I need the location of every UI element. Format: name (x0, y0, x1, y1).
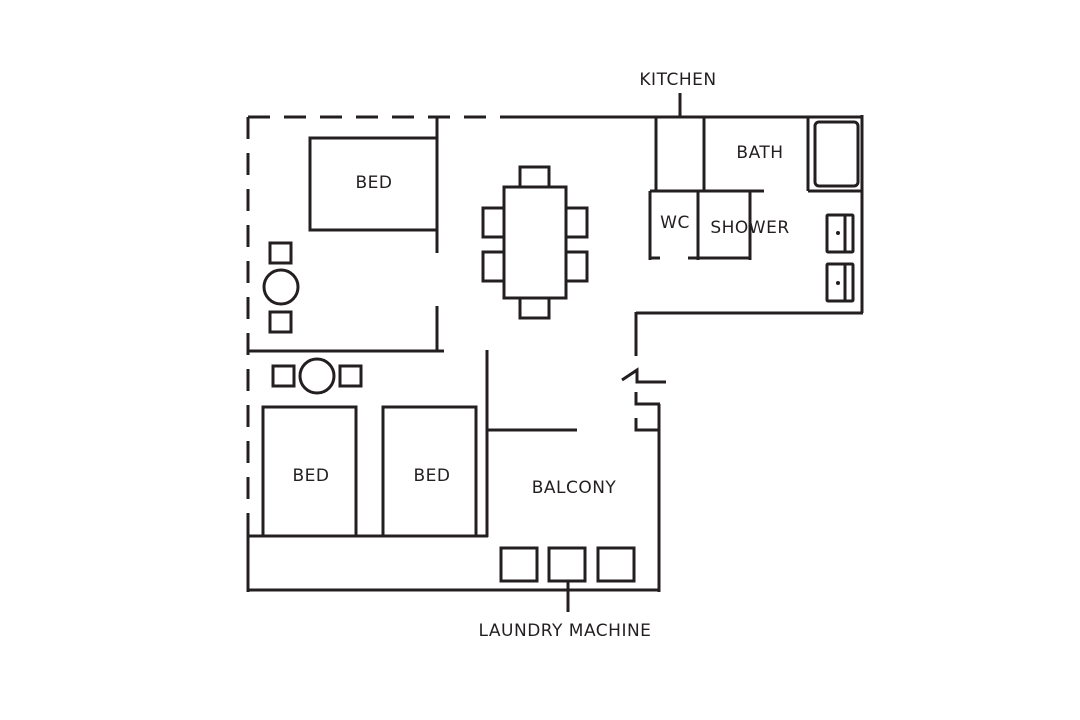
bed-left-label: BED (293, 466, 330, 486)
bed-top (308, 136, 439, 232)
stool (338, 364, 363, 388)
stool (268, 310, 293, 334)
outer-walls (246, 115, 864, 592)
bed-right (381, 405, 478, 538)
sink-lower (825, 262, 855, 303)
door-step-lower (634, 392, 660, 406)
chair (481, 206, 506, 239)
laundry-machine (596, 546, 636, 583)
drain-icon (836, 281, 840, 285)
chair (481, 250, 506, 283)
laundry-machine (547, 546, 587, 583)
bed-left (261, 405, 358, 538)
wc-label: WC (660, 213, 690, 233)
shower-label: SHOWER (710, 218, 789, 238)
laundry-machine (499, 546, 539, 583)
kitchen-label: KITCHEN (639, 70, 716, 90)
bath-label: BATH (736, 143, 783, 163)
chair (518, 165, 551, 189)
chair (518, 296, 551, 320)
laundry-label: LAUNDRY MACHINE (479, 621, 652, 641)
furniture (261, 120, 860, 583)
side-table (298, 357, 336, 395)
chair (564, 250, 589, 283)
dining-table (502, 185, 568, 300)
door-step-upper (621, 367, 666, 384)
drain-icon (836, 231, 840, 235)
stool (268, 241, 293, 265)
interior-walls (247, 117, 862, 538)
sink-upper (825, 213, 855, 254)
balcony-label: BALCONY (532, 478, 617, 498)
door-step-bottom (634, 418, 660, 432)
bed-top-label: BED (356, 173, 393, 193)
chair (564, 206, 589, 239)
bed-right-label: BED (414, 466, 451, 486)
side-table (262, 268, 300, 306)
stool (271, 364, 296, 388)
bathtub (813, 120, 860, 188)
